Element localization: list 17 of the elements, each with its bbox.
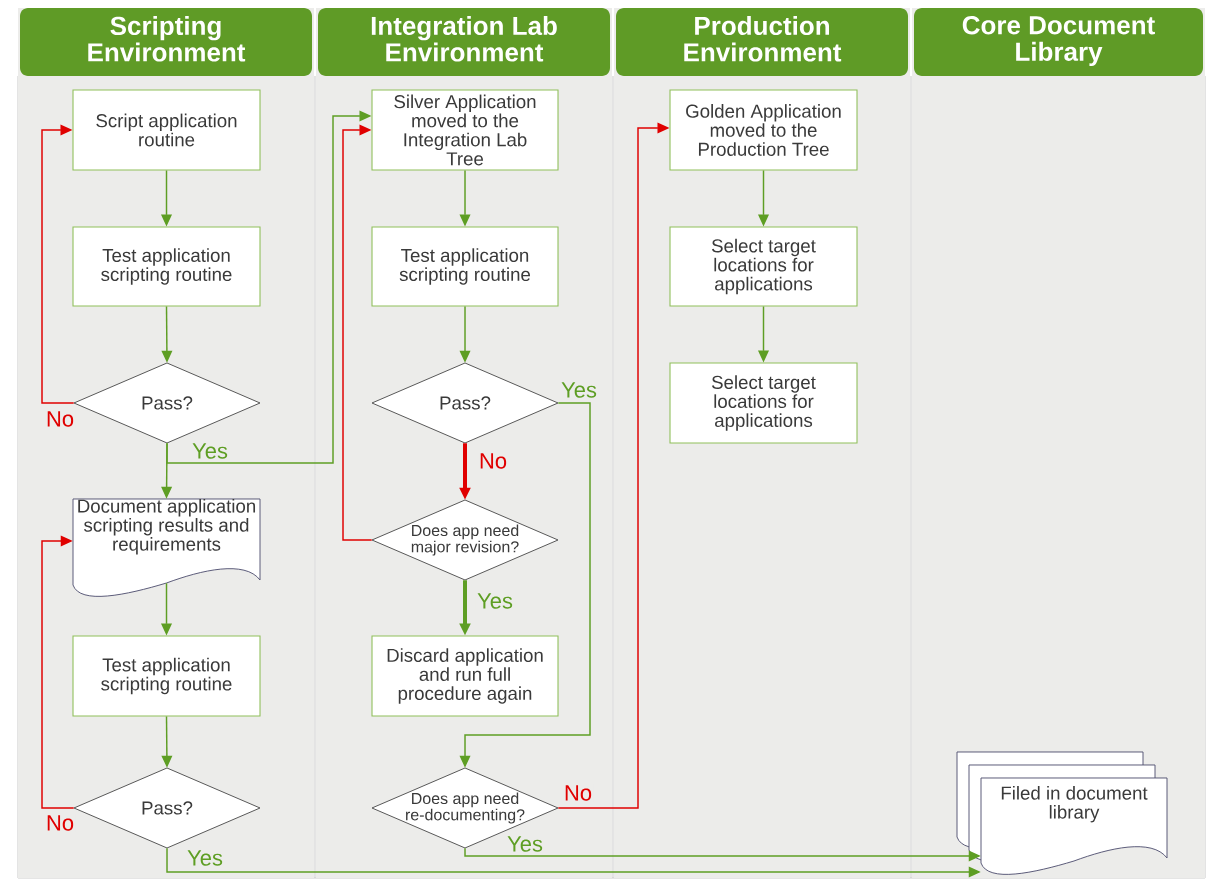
process-box: Script application routine (72, 89, 261, 171)
process-box: Select target locations for applications (669, 362, 858, 444)
process-box: Test application scripting routine (72, 635, 261, 717)
node-label: Production Environment (684, 16, 842, 62)
process-box: Test application scripting routine (371, 226, 559, 307)
arrow (41, 124, 75, 404)
process-box: Golden Application moved to the Production Tree (669, 89, 858, 171)
document-stack: Filed in document library (956, 751, 1168, 875)
process-box: Discard application and run full procedure again (371, 635, 559, 717)
process-box: Test application scripting routine (72, 226, 261, 307)
node-label: Core Document Library (962, 16, 1155, 67)
arrow (41, 535, 75, 809)
arrow (342, 124, 373, 541)
node-label: Scripting Environment (88, 16, 246, 62)
node-label: Integration Lab Environment (371, 16, 557, 62)
process-box: Select target locations for applications (669, 226, 858, 307)
process-box: Silver Application moved to the Integration Lab Tree (371, 89, 559, 171)
